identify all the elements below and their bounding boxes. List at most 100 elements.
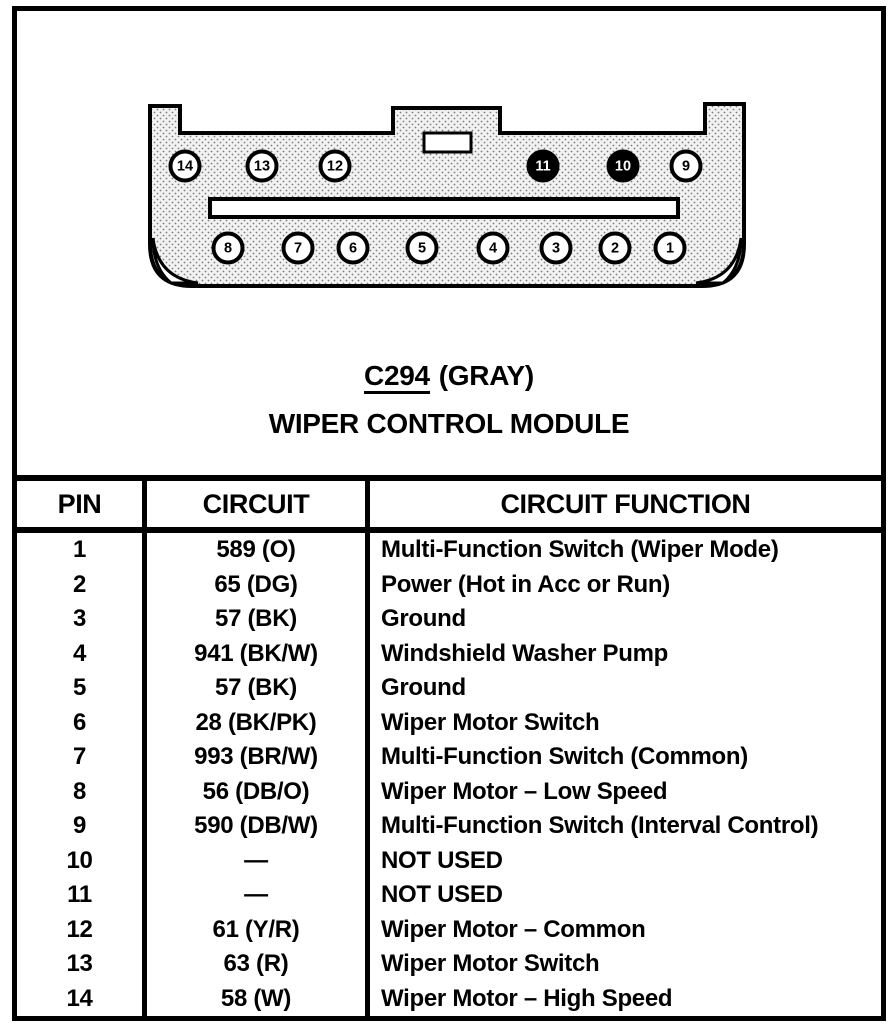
connector-pin-2: 2 <box>598 231 632 265</box>
function-cell: Ground <box>381 605 466 633</box>
circuit-cell: 993 (BR/W) <box>147 740 370 775</box>
circuit-cell: 28 (BK/PK) <box>147 705 370 740</box>
connector-pin-8: 8 <box>211 231 245 265</box>
table-row: 11— NOT USED <box>17 878 881 913</box>
function-cell: Multi-Function Switch (Common) <box>381 743 748 771</box>
connector-pins: 14 13 12 11 10 9 8 7 6 5 4 3 2 1 <box>168 149 703 265</box>
connector-diagram: 14 13 12 11 10 9 8 7 6 5 4 3 2 1 <box>148 102 746 288</box>
function-cell: Wiper Motor – Common <box>381 915 646 943</box>
svg-text:8: 8 <box>224 241 232 257</box>
svg-text:7: 7 <box>294 241 302 257</box>
function-cell: NOT USED <box>381 881 503 909</box>
circuit-cell: 589 (O) <box>147 533 370 568</box>
connector-pin-13: 13 <box>245 149 279 183</box>
circuit-cell: 56 (DB/O) <box>147 774 370 809</box>
corner-notch-right <box>695 237 743 285</box>
svg-text:4: 4 <box>489 241 497 257</box>
pin-cell: 3 <box>17 602 147 637</box>
connector-slot <box>208 197 680 219</box>
table-row: 10— NOT USED <box>17 843 881 878</box>
pin-cell: 2 <box>17 567 147 602</box>
connector-color-label: (GRAY) <box>438 360 534 391</box>
pin-cell: 12 <box>17 912 147 947</box>
function-cell: Multi-Function Switch (Interval Control) <box>381 812 819 840</box>
function-cell: Multi-Function Switch (Wiper Mode) <box>381 536 779 564</box>
svg-text:10: 10 <box>615 159 631 175</box>
function-cell: Windshield Washer Pump <box>381 639 668 667</box>
pin-cell: 14 <box>17 981 147 1016</box>
col-header-circuit-function: CIRCUIT FUNCTION <box>500 488 751 519</box>
title-block: C294 (GRAY) WIPER CONTROL MODULE <box>17 361 881 439</box>
pin-cell: 5 <box>17 671 147 706</box>
col-header-pin: PIN <box>17 481 147 527</box>
function-cell: Wiper Motor Switch <box>381 950 600 978</box>
connector-pin-9: 9 <box>669 149 703 183</box>
circuit-cell: 57 (BK) <box>147 602 370 637</box>
connector-pin-11: 11 <box>526 149 560 183</box>
connector-pin-5: 5 <box>405 231 439 265</box>
circuit-cell: 57 (BK) <box>147 671 370 706</box>
page-border: C294 (GRAY) WIPER CONTROL MODULE PIN CIRC… <box>12 6 886 1021</box>
pin-cell: 10 <box>17 843 147 878</box>
circuit-cell: 63 (R) <box>147 947 370 982</box>
function-cell: Wiper Motor – Low Speed <box>381 777 668 805</box>
function-cell: Wiper Motor Switch <box>381 708 600 736</box>
pin-cell: 9 <box>17 809 147 844</box>
function-cell: Power (Hot in Acc or Run) <box>381 570 670 598</box>
connector-heading: C294 (GRAY) <box>17 361 881 394</box>
circuit-cell: 590 (DB/W) <box>147 809 370 844</box>
svg-text:11: 11 <box>535 159 550 175</box>
pin-cell: 8 <box>17 774 147 809</box>
circuit-cell: — <box>147 878 370 913</box>
pin-cell: 11 <box>17 878 147 913</box>
function-cell: Wiper Motor – High Speed <box>381 984 673 1012</box>
connector-title: WIPER CONTROL MODULE <box>268 408 630 439</box>
pin-table-header: PIN CIRCUIT CIRCUIT FUNCTION <box>17 481 881 533</box>
connector-key-notch <box>422 131 473 154</box>
svg-text:2: 2 <box>611 241 619 257</box>
connector-pin-6: 6 <box>336 231 370 265</box>
circuit-cell: — <box>147 843 370 878</box>
circuit-cell: 65 (DG) <box>147 567 370 602</box>
svg-text:12: 12 <box>327 159 343 175</box>
svg-text:9: 9 <box>682 159 690 175</box>
connector-id: C294 <box>364 361 430 394</box>
pin-cell: 7 <box>17 740 147 775</box>
svg-text:13: 13 <box>254 159 270 175</box>
col-header-circuit: CIRCUIT <box>147 481 370 527</box>
pin-cell: 6 <box>17 705 147 740</box>
connector-pin-3: 3 <box>539 231 573 265</box>
connector-pin-1: 1 <box>653 231 687 265</box>
svg-text:14: 14 <box>177 159 193 175</box>
corner-notch-left <box>151 237 199 285</box>
pin-cell: 1 <box>17 533 147 568</box>
connector-pin-7: 7 <box>281 231 315 265</box>
svg-text:6: 6 <box>349 241 357 257</box>
pin-cell: 4 <box>17 636 147 671</box>
function-cell: NOT USED <box>381 846 503 874</box>
svg-text:5: 5 <box>418 241 426 257</box>
connector-pin-4: 4 <box>476 231 510 265</box>
connector-pin-12: 12 <box>318 149 352 183</box>
svg-text:1: 1 <box>666 241 674 257</box>
connector-pin-10: 10 <box>606 149 640 183</box>
connector-pin-14: 14 <box>168 149 202 183</box>
pin-cell: 13 <box>17 947 147 982</box>
function-cell: Ground <box>381 674 466 702</box>
circuit-cell: 58 (W) <box>147 981 370 1016</box>
